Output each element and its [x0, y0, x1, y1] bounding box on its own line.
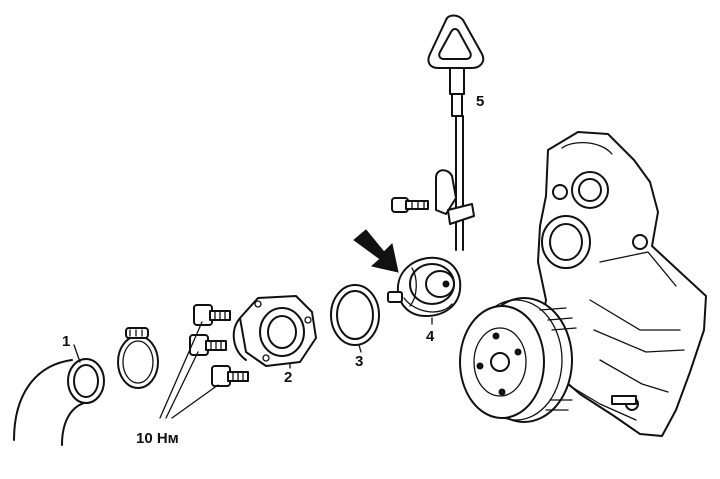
label-3: 3 — [355, 353, 363, 370]
pulley-icon — [459, 297, 577, 423]
water-pump-icon — [537, 131, 707, 437]
label-4: 4 — [426, 328, 435, 345]
bolt-icon — [211, 365, 249, 387]
label-2: 2 — [284, 369, 292, 386]
leader-line-1 — [73, 344, 81, 363]
thermostat-housing-icon — [232, 295, 317, 367]
leader-line-3 — [358, 344, 362, 353]
seal-ring-icon — [330, 284, 380, 346]
arrow-icon — [353, 229, 399, 273]
hose-icon — [13, 358, 105, 446]
oil-dipstick-icon — [391, 14, 485, 251]
torque-leader-lines — [159, 321, 219, 419]
hose-clamp-icon — [117, 327, 159, 389]
bolt-icon — [193, 304, 231, 326]
label-1: 1 — [62, 333, 70, 350]
label-5: 5 — [476, 93, 484, 110]
torque-label: 10 Нм — [136, 430, 179, 447]
thermostat-icon — [387, 256, 462, 317]
